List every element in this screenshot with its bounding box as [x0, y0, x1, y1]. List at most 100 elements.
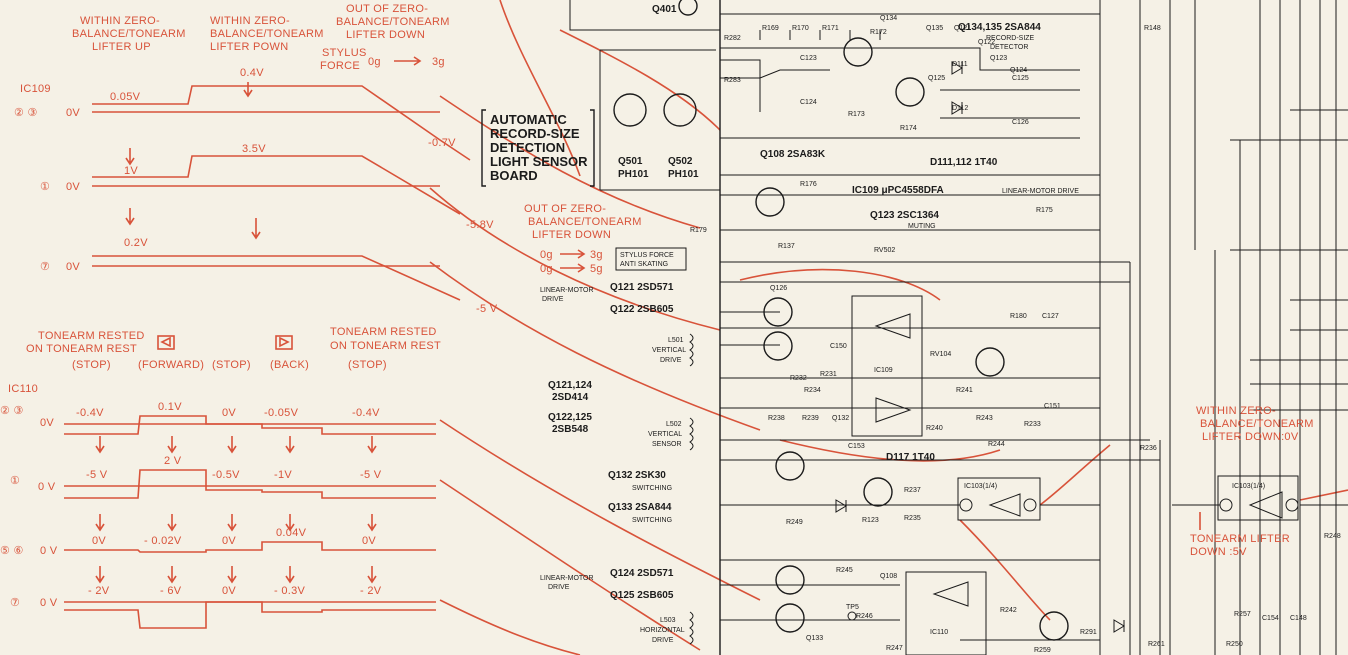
ic109-opamp-a: [874, 313, 911, 339]
pin-2-3-label: ② ③: [14, 107, 38, 119]
back-symbol-box: [275, 335, 293, 350]
force-min: 0g: [368, 56, 381, 68]
q122-label: Q122 2SB605: [610, 304, 674, 315]
part-ref-r235: R235: [904, 515, 921, 522]
part-ref-r282: R282: [724, 35, 741, 42]
b-r1-v1: -0.4V: [76, 407, 104, 419]
q135-symbol: [895, 77, 925, 107]
q501-symbol: [613, 93, 647, 127]
part-ref-r172: R172: [870, 29, 887, 36]
state-back: (BACK): [270, 359, 309, 371]
trace-pin-7: [92, 255, 461, 301]
b-arrow-5: [367, 436, 377, 454]
b-arrow-6: [95, 514, 105, 532]
b-r4-v5: - 2V: [360, 585, 382, 597]
ic103b-box: [1217, 475, 1299, 521]
b-arrow-8: [227, 514, 237, 532]
q401-symbol: [678, 0, 698, 16]
lifter-down-2: DOWN :5V: [1190, 546, 1247, 558]
title-line-2: RECORD-SIZE: [490, 126, 580, 141]
part-ref-r231: R231: [820, 371, 837, 378]
header-lifter-up-2: BALANCE/TONEARM: [72, 28, 186, 40]
part-ref-q125: Q125: [928, 75, 945, 82]
curve-7: [439, 479, 701, 651]
tail-neg-5v: -5 V: [476, 303, 498, 315]
b-r1-v4: -0.05V: [264, 407, 299, 419]
components: Q401 Q501 PH101 Q502 PH101 Q134,135 2SA8…: [524, 0, 1314, 655]
part-ref-r123: R123: [862, 517, 879, 524]
part-ref-q134: Q134: [880, 15, 897, 22]
part-ref-q121: Q121: [954, 25, 971, 32]
tp5-point: [847, 611, 857, 621]
b-r2-v5: -5 V: [360, 469, 382, 481]
b-r2-v2: 2 V: [164, 455, 182, 467]
within-down-2: BALANCE/TONEARM: [1200, 418, 1314, 430]
trace-pin-2-3: [92, 85, 471, 161]
wire-det-2: [720, 69, 830, 79]
part-ref-r170: R170: [792, 25, 809, 32]
q125grp-1: Q122,125: [548, 412, 592, 423]
b-r2-v1: -5 V: [86, 469, 108, 481]
force2-arrow: [560, 263, 586, 273]
b-arrow-10: [367, 514, 377, 532]
ic109-box-label: IC109: [874, 367, 893, 374]
part-ref-c123: C123: [800, 55, 817, 62]
sw-1: SWITCHING: [632, 485, 672, 492]
title-line-1: AUTOMATIC: [490, 112, 567, 127]
ic110-box-label: IC110: [930, 629, 948, 636]
trace-pin-1: [92, 155, 461, 215]
b-trace-3: [64, 541, 436, 553]
wire-ic109-1: [720, 174, 1100, 196]
part-ref-r238: R238: [768, 415, 785, 422]
anti-skate-box: [615, 247, 687, 271]
q108-symbol: [755, 187, 785, 217]
l503-coil: [689, 611, 694, 645]
header-lifter-down-1: WITHIN ZERO-: [210, 15, 290, 27]
q134-sub-2: DETECTOR: [990, 44, 1028, 51]
d117-symbol: [835, 499, 847, 513]
force2-max: 5g: [590, 263, 603, 275]
b-r3-v2: - 0.02V: [144, 535, 182, 547]
part-ref-c148: C148: [1290, 615, 1307, 622]
l501-2: VERTICAL: [652, 347, 686, 354]
level-0-2v: 0.2V: [124, 237, 148, 249]
wire-det-1: [720, 47, 1080, 112]
part-ref-q108: Q108: [880, 573, 897, 580]
part-ref-c124: C124: [800, 99, 817, 106]
l503-2: HORIZONTAL: [640, 627, 685, 634]
b-trace-2: [64, 469, 436, 499]
part-ref-r248: R248: [1324, 533, 1341, 540]
q133-label: Q133 2SA844: [608, 502, 672, 513]
forward-icon: [160, 336, 171, 348]
wire-ic109-3: [720, 262, 1131, 655]
part-ref-r148: R148: [1144, 25, 1161, 32]
q123-title: Q123 2SC1364: [870, 210, 939, 221]
q124-label: Q124 2SD571: [610, 568, 674, 579]
within-down-1: WITHIN ZERO-: [1196, 405, 1276, 417]
part-ref-c127: C127: [1042, 313, 1059, 320]
q501-label: Q501: [618, 156, 643, 167]
b-r3-v1: 0V: [92, 535, 106, 547]
b-r3-v3: 0V: [222, 535, 236, 547]
l503-3: DRIVE: [652, 637, 674, 644]
ic103a-pin5: [1023, 498, 1037, 512]
part-ref-r236: R236: [1140, 445, 1157, 452]
title-line-4: LIGHT SENSOR: [490, 154, 588, 169]
part-ref-r247: R247: [886, 645, 903, 652]
part-ref-r175: R175: [1036, 207, 1053, 214]
pin-1-label: ①: [40, 181, 50, 193]
part-ref-c126: C126: [1012, 119, 1029, 126]
part-ref-r171: R171: [822, 25, 839, 32]
lm-drive-1: LINEAR-MOTOR: [540, 287, 594, 294]
part-ref-q132: Q132: [832, 415, 849, 422]
force1-max: 3g: [590, 249, 603, 261]
l502-1: L502: [666, 421, 682, 428]
bracket-right: [590, 109, 595, 187]
part-ref-r283: R283: [724, 77, 741, 84]
part-ref-d112: D112: [952, 105, 968, 112]
part-ref-rv104: RV104: [930, 351, 951, 358]
b-arrow-9: [285, 514, 295, 532]
title-line-5: BOARD: [490, 168, 538, 183]
part-ref-c150: C150: [830, 343, 847, 350]
